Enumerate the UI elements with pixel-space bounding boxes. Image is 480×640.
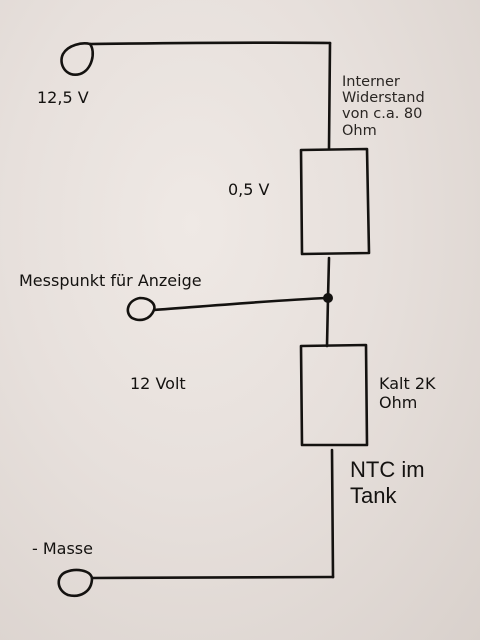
wire-top — [88, 41, 332, 46]
ntc-cold-resistance-note: Kalt 2K Ohm — [379, 374, 436, 412]
measure-voltage-label: 12 Volt — [130, 374, 186, 393]
ntc-name-label: NTC im Tank — [350, 457, 425, 509]
internal-resistance-note: Interner Widerstand von c.a. 80 Ohm — [342, 74, 425, 139]
wire-right-lower — [330, 448, 335, 579]
junction-dot — [323, 293, 333, 303]
measure-terminal — [126, 296, 156, 322]
ntc-name-line-2: Tank — [350, 482, 397, 508]
internal-resistance-line-1: Interner — [342, 74, 400, 90]
internal-resistance-line-4: Ohm — [342, 122, 377, 139]
measure-point-label: Messpunkt für Anzeige — [19, 271, 202, 290]
internal-resistance-line-3: von c.a. 80 — [342, 106, 423, 123]
ntc-thermistor — [299, 343, 369, 447]
ground-label: - Masse — [32, 539, 93, 558]
wire-measure — [152, 296, 329, 312]
ntc-name-line-1: NTC im — [350, 457, 425, 482]
supply-terminal — [60, 42, 94, 76]
supply-voltage-label: 12,5 V — [37, 88, 89, 107]
internal-resistor — [299, 147, 371, 256]
ntc-cold-line-2: Ohm — [379, 393, 418, 413]
ntc-cold-line-1: Kalt 2K — [379, 374, 436, 393]
wire-resistor-junction — [326, 256, 331, 300]
wire-bottom — [90, 575, 335, 580]
ground-terminal — [57, 568, 94, 598]
wire-junction-ntc — [325, 296, 330, 348]
wire-right-upper — [327, 41, 332, 150]
drop-voltage-label: 0,5 V — [228, 180, 270, 199]
internal-resistance-line-2: Widerstand — [342, 90, 425, 107]
